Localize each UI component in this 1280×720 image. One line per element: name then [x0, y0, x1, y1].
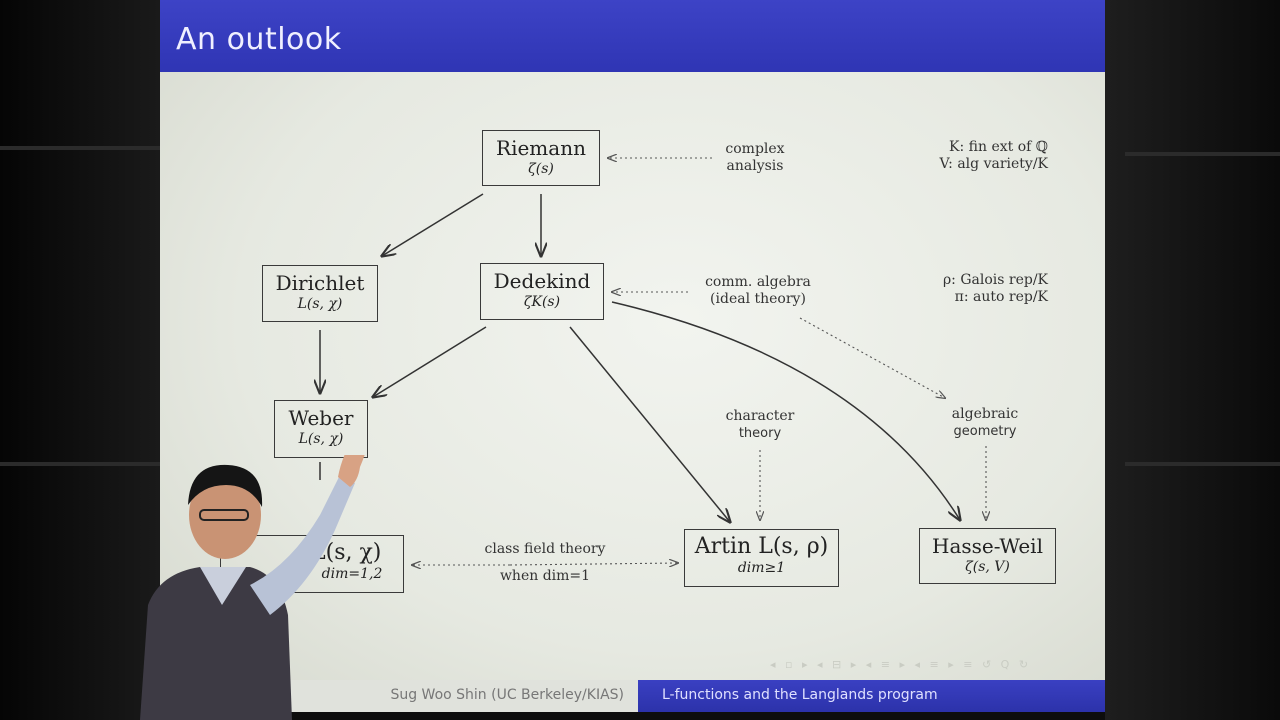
- node-formula: ζ(s, V): [965, 559, 1010, 575]
- beamer-navigation-symbols[interactable]: ◂ ▫ ▸ ◂ ⊟ ▸ ◂ ≡ ▸ ◂ ≡ ▸ ≡ ↺ Q ↻: [770, 658, 1032, 671]
- node-formula: ζ(s): [528, 161, 554, 177]
- presentation-slide: An outlook Riemann ζ(s) Diric: [160, 0, 1105, 712]
- node-formula: dim=1,2: [321, 566, 383, 582]
- slide-footer: Sug Woo Shin (UC Berkeley/KIAS) L-functi…: [160, 680, 1105, 712]
- arrow-dedekind-hasse-weil: [611, 301, 960, 520]
- node-dedekind: Dedekind ζK(s): [480, 263, 604, 320]
- note-line: class field theory: [484, 541, 606, 557]
- node-label: Riemann: [496, 136, 586, 160]
- note-algebraic-geometry: algebraic geometry: [935, 406, 1035, 440]
- note-line: (ideal theory): [710, 291, 806, 307]
- legend-field-variety: K: fin ext of ℚ V: alg variety/K: [880, 139, 1048, 173]
- node-label: Dirichlet: [275, 271, 365, 295]
- slide-title-bar: An outlook: [160, 0, 1105, 72]
- note-line: complex: [725, 141, 785, 157]
- room-wall-left: [0, 0, 160, 720]
- dotted-arrow-comm-algebra-algebraic: [799, 317, 945, 398]
- diagram-arrows: [160, 0, 1105, 712]
- node-label: Artin L(s, ρ): [694, 534, 829, 559]
- legend-line: V: alg variety/K: [939, 156, 1048, 172]
- presenter-arm: [250, 475, 355, 615]
- wall-panel-line: [0, 146, 160, 150]
- dotted-arrow-cft-artin: [509, 563, 678, 565]
- node-formula: L(s, χ): [298, 431, 344, 447]
- node-dirichlet: Dirichlet L(s, χ): [262, 265, 378, 322]
- slide-title: An outlook: [176, 22, 342, 57]
- wall-panel-line: [1125, 152, 1280, 156]
- presenter-glasses: [199, 509, 249, 521]
- note-class-field-theory: class field theory when dim=1: [460, 541, 630, 585]
- presenter-hair: [188, 464, 263, 507]
- node-label: L(s, χ): [311, 540, 382, 565]
- legend-representations: ρ: Galois rep/K π: auto rep/K: [880, 272, 1048, 306]
- node-weber: Weber L(s, χ): [274, 400, 368, 458]
- node-label: Weber: [288, 406, 354, 430]
- note-line: when dim=1: [499, 568, 591, 584]
- note-line: analysis: [726, 158, 784, 174]
- node-artin: Artin L(s, ρ) dim≥1: [684, 529, 839, 587]
- presenter-body: [140, 567, 292, 720]
- room-wall-right: [1105, 0, 1280, 720]
- note-line: comm. algebra: [705, 274, 811, 290]
- note-line: character: [725, 408, 795, 424]
- node-formula: ζK(s): [523, 294, 561, 310]
- note-line: geometry: [953, 424, 1017, 439]
- legend-line: π: auto rep/K: [954, 289, 1048, 305]
- footer-talk-title: L-functions and the Langlands program: [638, 680, 1105, 712]
- node-hasse-weil: Hasse-Weil ζ(s, V): [919, 528, 1056, 584]
- legend-line: ρ: Galois rep/K: [942, 272, 1048, 288]
- note-line: theory: [738, 426, 782, 441]
- presenter-shirt: [200, 567, 246, 605]
- arrow-dedekind-artin: [569, 326, 730, 522]
- node-formula: dim≥1: [737, 560, 786, 576]
- note-line: algebraic: [951, 406, 1019, 422]
- presenter-head: [189, 471, 261, 559]
- presenter-figure: [140, 455, 365, 720]
- wall-panel-line: [1125, 462, 1280, 466]
- arrow-dedekind-weber: [373, 326, 487, 397]
- wall-panel-line: [0, 462, 160, 466]
- node-riemann: Riemann ζ(s): [482, 130, 600, 186]
- arrow-riemann-dirichlet: [382, 193, 484, 256]
- presenter-hand-shape: [338, 455, 365, 487]
- note-complex-analysis: complex analysis: [705, 141, 805, 175]
- note-character-theory: character theory: [710, 408, 810, 442]
- node-label: Dedekind: [493, 269, 591, 293]
- node-formula: L(s, χ): [297, 296, 343, 312]
- node-label: Hasse-Weil: [932, 534, 1043, 558]
- legend-line: K: fin ext of ℚ: [949, 139, 1048, 155]
- note-comm-algebra: comm. algebra (ideal theory): [688, 274, 828, 308]
